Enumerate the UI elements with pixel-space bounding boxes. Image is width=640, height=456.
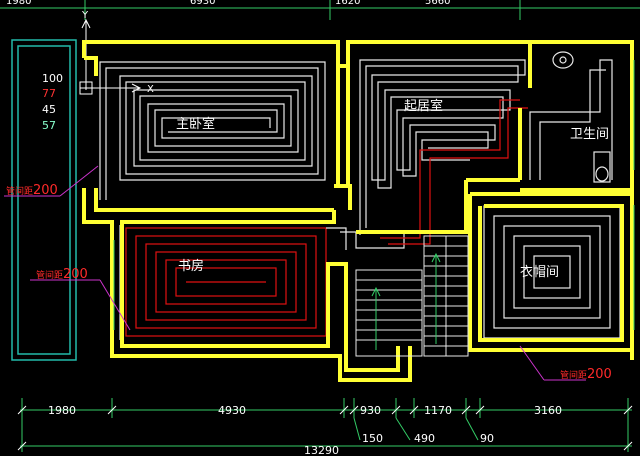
- top-dim-4: 5660: [425, 0, 450, 7]
- pipe-note-1-value: 200: [33, 183, 58, 198]
- dim-sub-segment-1: 150: [362, 432, 383, 445]
- pipe-note-3-prefix: 管间距: [560, 369, 587, 381]
- room-label-cloakroom: 衣帽间: [520, 264, 559, 280]
- pipe-note-3: 管间距200: [560, 367, 612, 382]
- pipe-study: [125, 227, 327, 337]
- pipe-living-room: [340, 59, 526, 249]
- pipe-note-2-value: 200: [63, 267, 88, 282]
- legend-item-57: 57: [42, 119, 56, 132]
- dim-segment-4: 1170: [424, 404, 452, 417]
- pipe-note-2-prefix: 管间距: [36, 269, 63, 281]
- bottom-dimension-lines: [20, 398, 632, 452]
- dim-total: 13290: [304, 444, 339, 456]
- top-dim-3: 1620: [335, 0, 360, 7]
- dim-sub-segment-3: 90: [480, 432, 494, 445]
- room-label-master-bedroom: 主卧室: [176, 116, 215, 132]
- legend-item-77: 77: [42, 87, 56, 100]
- legend-item-45: 45: [42, 103, 56, 116]
- dim-segment-5: 3160: [534, 404, 562, 417]
- room-label-bathroom: 卫生间: [570, 127, 609, 142]
- top-dim-2: 6930: [190, 0, 215, 7]
- pipe-master-bedroom: [99, 61, 326, 200]
- stair-arrows: [371, 252, 441, 350]
- layer-legend: 100 77 45 57: [42, 72, 63, 132]
- dim-sub-segment-2: 490: [414, 432, 435, 445]
- dim-segment-2: 4930: [218, 404, 246, 417]
- sink-icon: [593, 151, 611, 183]
- bottom-dim-ticks: [17, 405, 633, 451]
- walls: [82, 40, 634, 382]
- toilet-icon: [552, 51, 574, 69]
- legend-item-100: 100: [42, 72, 63, 85]
- pipe-living-red: [380, 99, 528, 245]
- dim-segment-1: 1980: [48, 404, 76, 417]
- room-label-living-room: 起居室: [404, 98, 443, 114]
- top-dimension-strip: [0, 0, 640, 20]
- pipe-note-3-value: 200: [587, 367, 612, 382]
- pipe-note-2: 管间距200: [36, 267, 88, 282]
- top-dim-1: 1980: [6, 0, 31, 7]
- pipe-note-1-prefix: 管间距: [6, 185, 33, 197]
- pipe-note-leaders: [4, 165, 586, 381]
- pipe-note-1: 管间距200: [6, 183, 58, 198]
- ucs-y-label: Y: [81, 10, 89, 21]
- left-side-outline: [11, 39, 77, 361]
- room-label-study: 书房: [178, 258, 204, 274]
- window-marks: [113, 60, 635, 330]
- staircase: [355, 235, 469, 357]
- dim-segment-3: 930: [360, 404, 381, 417]
